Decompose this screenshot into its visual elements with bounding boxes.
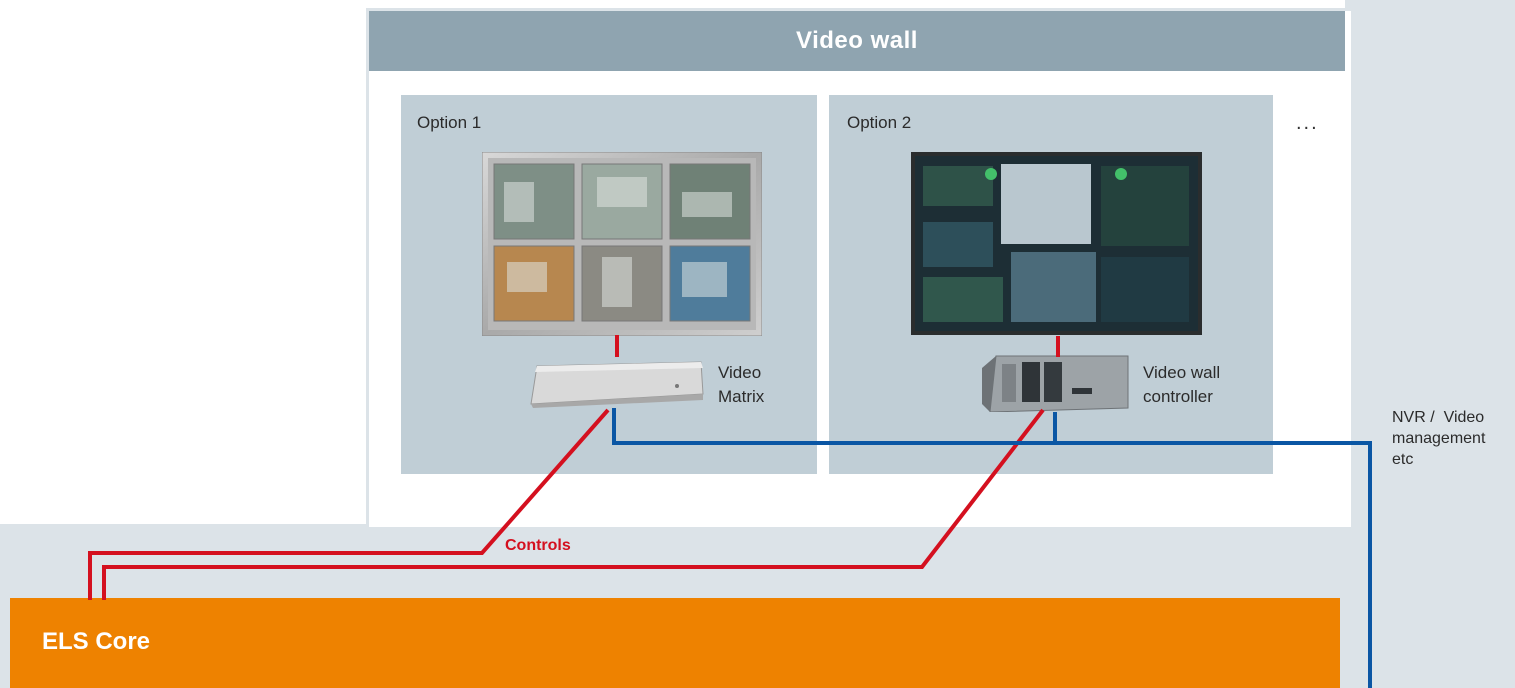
option-1-label: Option 1 — [417, 113, 482, 132]
control-room-display-icon — [911, 152, 1202, 335]
els-core-bar: ELS Core — [10, 598, 1340, 688]
video-matrix-icon — [530, 361, 704, 408]
video-wall-title: Video wall — [796, 27, 918, 54]
nvr-video-management-label: NVR / Video management etc — [1392, 409, 1486, 468]
monitor-grid-icon — [482, 152, 762, 336]
video-line-matrix — [612, 408, 1372, 688]
controls-label: Controls — [505, 537, 571, 554]
els-core-label: ELS Core — [42, 628, 151, 655]
video-wall-controller-label-line2: controller — [1143, 387, 1213, 406]
option-2-label: Option 2 — [847, 113, 912, 132]
control-line-to-matrix — [88, 408, 610, 600]
video-matrix-label-line2: Matrix — [718, 387, 765, 406]
video-wall-controller-label: Video wall controller — [1143, 361, 1220, 409]
video-wall-header: Video wall — [369, 11, 1345, 71]
video-matrix-label: Video Matrix — [718, 361, 764, 409]
more-options-ellipsis: ... — [1296, 112, 1319, 134]
rack-server-icon — [982, 355, 1129, 412]
control-line-to-controller — [102, 408, 1045, 600]
background-right-region — [1345, 0, 1515, 688]
video-wall-controller-label-line1: Video wall — [1143, 363, 1221, 382]
video-matrix-label-line1: Video — [718, 363, 762, 382]
